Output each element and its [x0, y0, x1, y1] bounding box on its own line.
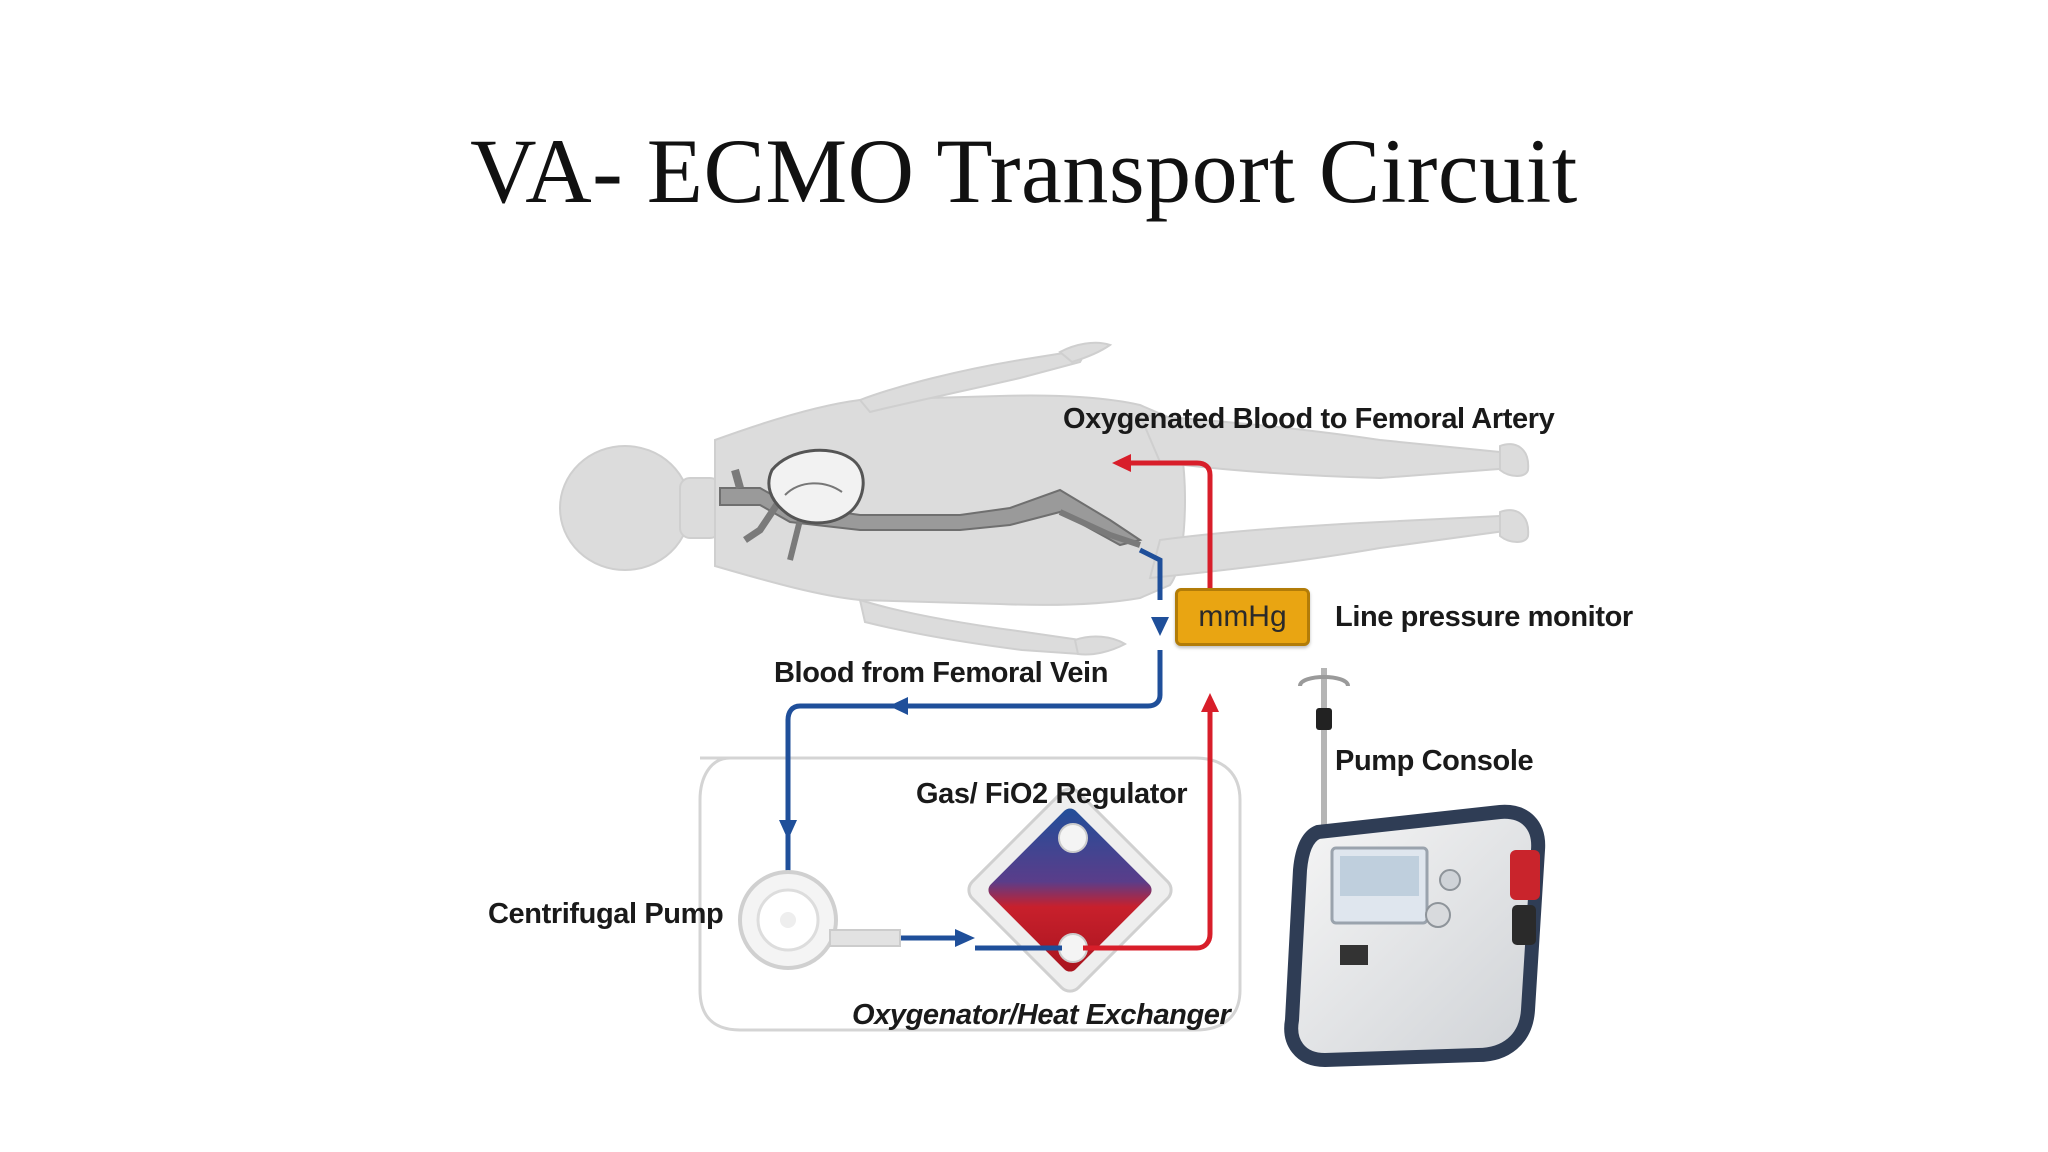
pressure-monitor-box: mmHg [1175, 588, 1310, 646]
venous-arrow-down-lower [779, 820, 797, 840]
venous-arrow-right [955, 929, 975, 947]
page-title: VA- ECMO Transport Circuit [470, 120, 1578, 222]
arterial-arrow-left [1112, 454, 1131, 472]
venous-flow-label: Blood from Femoral Vein [774, 657, 1109, 689]
venous-arrow-down-upper [1151, 617, 1169, 636]
pressure-monitor-label: Line pressure monitor [1335, 601, 1633, 633]
arterial-flow-label: Oxygenated Blood to Femoral Artery [1063, 403, 1555, 435]
oxygenator [967, 787, 1173, 993]
arterial-line [1083, 460, 1213, 951]
arterial-arrow-up [1201, 693, 1219, 712]
pump-console-label: Pump Console [1335, 745, 1534, 777]
gas-regulator-label: Gas/ FiO2 Regulator [916, 778, 1188, 810]
pump-console [1284, 668, 1546, 1068]
patient-body-silhouette [559, 341, 1530, 656]
venous-arrow-left [889, 697, 908, 715]
oxygenator-label: Oxygenator/Heat Exchanger [852, 999, 1231, 1031]
centrifugal-pump-label: Centrifugal Pump [488, 898, 724, 930]
module-housing [698, 756, 1242, 1032]
heart-and-vessels [719, 448, 1143, 561]
centrifugal-pump [738, 870, 901, 970]
